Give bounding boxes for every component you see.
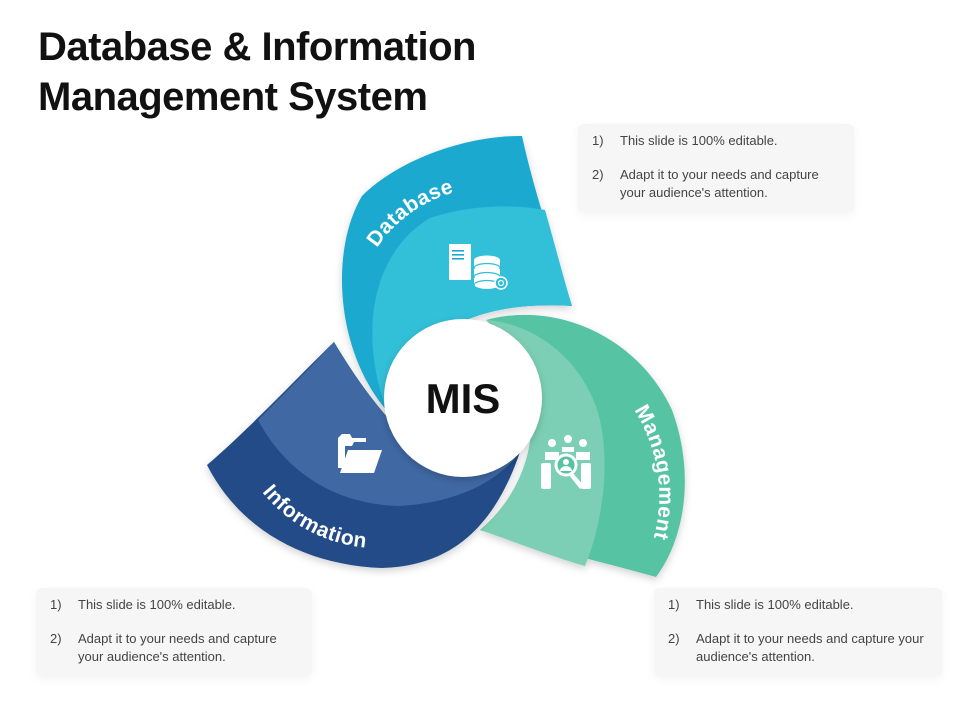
management-segment-inner: [480, 320, 605, 566]
list-item: 1)This slide is 100% editable.: [50, 597, 236, 612]
center-label: MIS: [426, 375, 501, 422]
list-item: 1)This slide is 100% editable.: [592, 133, 778, 148]
list-item: 2)Adapt it to your needs and capture you…: [592, 167, 819, 200]
list-item: 2)Adapt it to your needs and capture you…: [50, 631, 277, 664]
list-item: 2)Adapt it to your needs and capture you…: [668, 631, 924, 664]
database-segment-inner: [372, 206, 572, 411]
information-notes: 1)This slide is 100% editable. 2)Adapt i…: [36, 588, 312, 676]
page-title: Database & Information Management System: [38, 25, 476, 119]
database-notes: 1)This slide is 100% editable. 2)Adapt i…: [578, 124, 854, 212]
center-circle: [384, 319, 542, 477]
database-server-icon: [449, 244, 508, 291]
team-search-icon: [541, 435, 591, 489]
management-notes: 1)This slide is 100% editable. 2)Adapt i…: [654, 588, 942, 676]
folder-icon: [338, 434, 382, 473]
list-item: 1)This slide is 100% editable.: [668, 597, 854, 612]
